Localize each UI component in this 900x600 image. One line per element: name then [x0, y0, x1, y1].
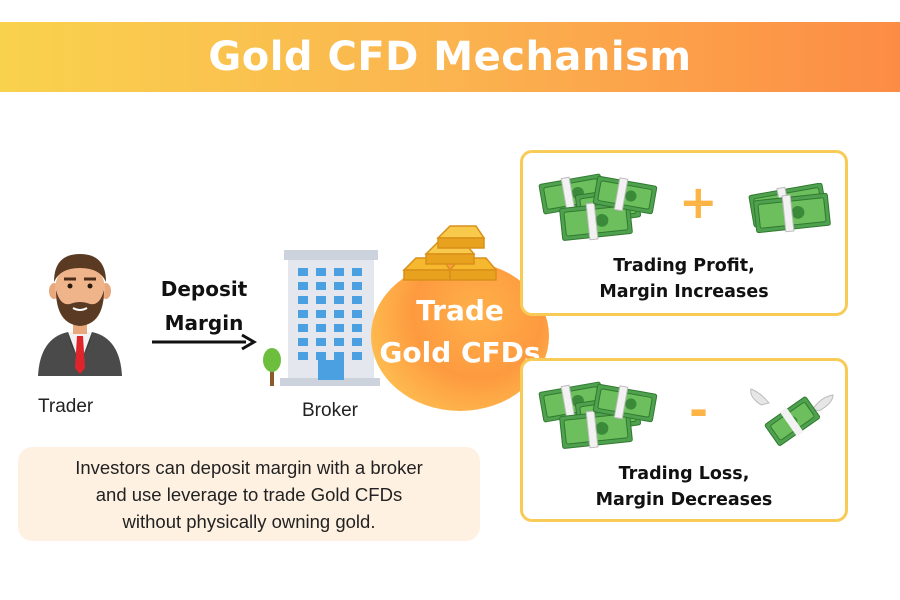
- minus-sign: -: [689, 383, 709, 437]
- arrow-right-icon: [152, 333, 257, 351]
- page-title: Gold CFD Mechanism: [208, 34, 692, 80]
- loss-line-2: Margin Decreases: [595, 490, 773, 510]
- deposit-margin-label: Deposit Margin: [148, 272, 260, 340]
- profit-line-1: Trading Profit,: [613, 256, 755, 276]
- deposit-line-1: Deposit: [160, 277, 248, 301]
- profit-label: Trading Profit, Margin Increases: [523, 253, 845, 305]
- loss-line-1: Trading Loss,: [618, 464, 750, 484]
- profit-box: + Trading Profit, Margin Increases: [520, 150, 848, 316]
- gold-bars-icon: [402, 225, 498, 281]
- info-line-1: Investors can deposit margin with a brok…: [75, 456, 423, 478]
- flying-money-icon: [750, 388, 834, 446]
- trade-circle: [371, 261, 549, 411]
- info-line-3: without physically owning gold.: [122, 510, 376, 532]
- trade-line-1: Trade: [416, 294, 504, 327]
- deposit-line-2: Margin: [164, 311, 244, 335]
- cash-stack-icon: [538, 381, 658, 449]
- trade-gold-cfds-label: Trade Gold CFDs: [362, 290, 558, 374]
- info-box: Investors can deposit margin with a brok…: [18, 447, 480, 541]
- info-line-2: and use leverage to trade Gold CFDs: [95, 483, 403, 505]
- trade-line-2: Gold CFDs: [379, 336, 541, 369]
- cash-stack-icon: [748, 183, 831, 233]
- tree-icon: [263, 348, 281, 386]
- trader-label: Trader: [38, 396, 94, 417]
- trader-avatar-icon: [38, 254, 122, 376]
- profit-line-2: Margin Increases: [599, 282, 769, 302]
- plus-sign: +: [679, 175, 718, 229]
- broker-label: Broker: [302, 400, 358, 421]
- loss-box: - Trading Loss, Margin Decreases: [520, 358, 848, 522]
- cash-stack-icon: [538, 173, 658, 241]
- office-building-icon: [280, 250, 380, 386]
- loss-label: Trading Loss, Margin Decreases: [523, 461, 845, 513]
- title-banner: Gold CFD Mechanism: [0, 22, 900, 92]
